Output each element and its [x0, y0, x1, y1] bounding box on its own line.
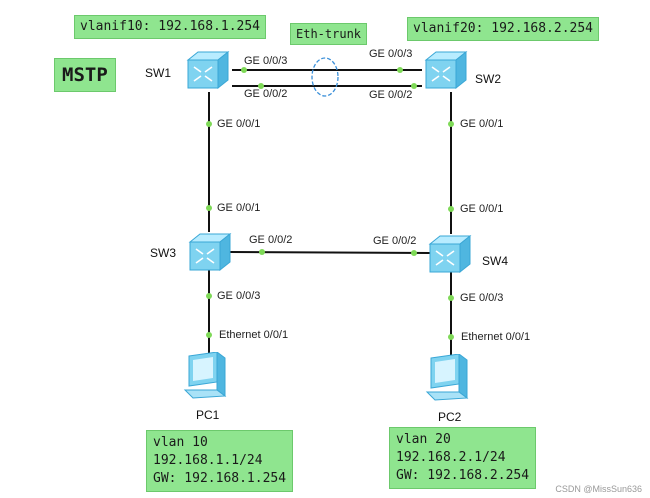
port-label-sw2-ge002: GE 0/0/2: [369, 89, 413, 101]
port-dot: [206, 205, 212, 211]
vlanif20-annotation: vlanif20: 192.168.2.254: [407, 17, 600, 41]
pc1-vlan: vlan 10: [153, 435, 208, 450]
port-label-sw2-ge003: GE 0/0/3: [369, 48, 413, 60]
port-dot: [448, 334, 454, 340]
port-label-sw2-ge001: GE 0/0/1: [460, 118, 504, 130]
eth-trunk-annotation: Eth-trunk: [290, 23, 368, 45]
watermark: CSDN @MissSun636: [555, 484, 642, 494]
sw4-label: SW4: [482, 254, 509, 268]
port-dot: [411, 83, 417, 89]
port-dot: [448, 295, 454, 301]
port-label-sw4-ge003: GE 0/0/3: [460, 292, 504, 304]
mstp-annotation: MSTP: [54, 58, 116, 92]
port-dot: [258, 83, 264, 89]
port-dot: [259, 249, 265, 255]
port-dot: [241, 67, 247, 73]
pc2-gw: GW: 192.168.2.254: [396, 468, 530, 483]
port-label-sw3-ge001: GE 0/0/1: [217, 202, 261, 214]
port-dot: [448, 121, 454, 127]
sw2-label: SW2: [475, 72, 502, 86]
port-dot: [448, 206, 454, 212]
port-dot: [206, 293, 212, 299]
port-dot: [206, 332, 212, 338]
pc2-info-box: vlan 20 192.168.2.1/24 GW: 192.168.2.254: [389, 427, 537, 489]
port-label-sw1-ge003: GE 0/0/3: [244, 55, 288, 67]
pc2-label: PC2: [438, 410, 462, 424]
port-label-sw1-ge001: GE 0/0/1: [217, 118, 261, 130]
sw1-label: SW1: [145, 66, 172, 80]
port-label-sw1-ge002: GE 0/0/2: [244, 88, 288, 100]
pc2-vlan: vlan 20: [396, 432, 451, 447]
port-label-sw3-ge002: GE 0/0/2: [249, 234, 293, 246]
sw3-label: SW3: [150, 246, 177, 260]
port-label-sw4-ge002: GE 0/0/2: [373, 235, 417, 247]
pc1-gw: GW: 192.168.1.254: [153, 471, 287, 486]
switch-sw2-icon[interactable]: [422, 50, 468, 90]
pc1-info-box: vlan 10 192.168.1.1/24 GW: 192.168.1.254: [146, 430, 294, 492]
switch-sw4-icon[interactable]: [426, 234, 472, 274]
switch-sw3-icon[interactable]: [186, 232, 232, 272]
vlanif10-annotation: vlanif10: 192.168.1.254: [74, 15, 267, 39]
port-label-pc2-eth: Ethernet 0/0/1: [461, 331, 531, 343]
port-label-sw3-ge003: GE 0/0/3: [217, 290, 261, 302]
eth-trunk-ellipse: [311, 57, 339, 97]
port-dots: [206, 67, 454, 340]
pc1-label: PC1: [196, 408, 220, 422]
port-dot: [397, 67, 403, 73]
port-label-sw4-ge001: GE 0/0/1: [460, 203, 504, 215]
switch-sw1-icon[interactable]: [184, 50, 230, 90]
port-dot: [206, 121, 212, 127]
port-label-pc1-eth: Ethernet 0/0/1: [219, 329, 289, 341]
pc2-ip: 192.168.2.1/24: [396, 450, 506, 465]
pc2-icon[interactable]: [425, 353, 469, 402]
port-dot: [411, 250, 417, 256]
pc1-icon[interactable]: [183, 351, 227, 400]
pc1-ip: 192.168.1.1/24: [153, 453, 263, 468]
